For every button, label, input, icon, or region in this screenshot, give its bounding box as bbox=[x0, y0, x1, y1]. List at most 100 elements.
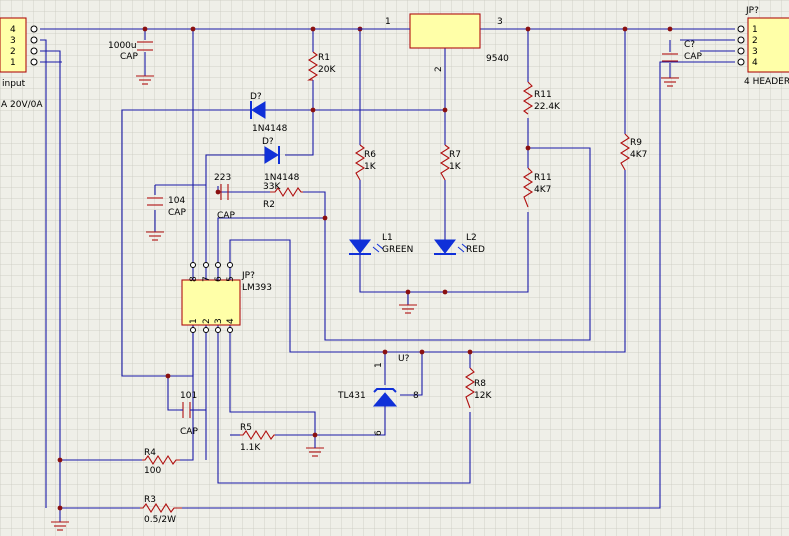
tl431-designator: U? bbox=[398, 354, 410, 364]
diode-d1: D? 1N4148 bbox=[250, 92, 288, 134]
r6-value: 1K bbox=[364, 162, 377, 172]
ground-symbol bbox=[306, 440, 324, 457]
tl431-pin-1: 1 bbox=[374, 362, 384, 368]
r2-designator: R2 bbox=[263, 200, 275, 210]
cap-1000u-value: 1000u bbox=[108, 41, 137, 51]
capacitor-1000u: 1000u CAP bbox=[108, 41, 154, 85]
l2-designator: L2 bbox=[466, 233, 477, 243]
cap-101-value: 101 bbox=[180, 391, 197, 401]
r5-designator: R5 bbox=[240, 423, 252, 433]
output-header-designator: JP? bbox=[745, 6, 759, 16]
resistor-r1: R1 20K bbox=[307, 51, 336, 81]
lm393-pin-4: 4 bbox=[226, 318, 236, 324]
lm393-pin-2: 2 bbox=[202, 318, 212, 324]
input-header: 4 3 2 1 input A 20V/0A bbox=[0, 17, 43, 110]
ground-symbol bbox=[51, 521, 69, 531]
cap-104-type: CAP bbox=[168, 208, 186, 218]
r9-designator: R9 bbox=[630, 138, 642, 148]
output-pin-2: 2 bbox=[752, 36, 758, 46]
d1-designator: D? bbox=[250, 92, 262, 102]
ground-symbol bbox=[146, 231, 164, 241]
r11b-designator: R11 bbox=[534, 173, 552, 183]
cap-223-value: 223 bbox=[214, 173, 231, 183]
r7-designator: R7 bbox=[449, 150, 461, 160]
cap-101-type: CAP bbox=[180, 427, 198, 437]
r6-designator: R6 bbox=[364, 150, 376, 160]
resistor-r8: R8 12K bbox=[464, 367, 492, 409]
output-header: JP? 1 2 3 4 4 HEADER bbox=[737, 6, 789, 87]
r4-value: 100 bbox=[144, 466, 161, 476]
cap-223-type: CAP bbox=[217, 211, 235, 221]
resistor-r3: R3 0.5/2W bbox=[140, 495, 182, 525]
lm393-pin-7: 7 bbox=[202, 276, 212, 282]
ground-symbol bbox=[661, 77, 679, 87]
lm393-pin-3: 3 bbox=[214, 318, 224, 324]
output-header-name: 4 HEADER bbox=[744, 77, 789, 87]
input-header-name: input bbox=[2, 79, 26, 89]
shunt-regulator-tl431: U? TL431 1 8 6 bbox=[337, 354, 419, 436]
lm393-pin-8: 8 bbox=[189, 276, 199, 282]
input-pin-3: 3 bbox=[10, 36, 16, 46]
resistor-r5: R5 1.1K bbox=[240, 423, 275, 453]
led-l1: L1 GREEN bbox=[348, 233, 413, 255]
r1-designator: R1 bbox=[318, 53, 330, 63]
resistor-r9: R9 4K7 bbox=[619, 133, 647, 171]
capacitor-104: 104 CAP bbox=[146, 196, 186, 241]
r3-designator: R3 bbox=[144, 495, 156, 505]
tl431-pin-8: 8 bbox=[413, 391, 419, 401]
capacitor-223: 223 CAP bbox=[214, 173, 235, 221]
d2-part: 1N4148 bbox=[264, 173, 300, 183]
lm393-pin-1: 1 bbox=[189, 318, 199, 324]
cap-out-designator: C? bbox=[684, 40, 695, 50]
output-pin-1: 1 bbox=[752, 25, 758, 35]
r8-designator: R8 bbox=[474, 379, 486, 389]
l1-color: GREEN bbox=[382, 245, 413, 255]
capacitor-101: 101 CAP bbox=[180, 391, 198, 437]
resistor-r6: R6 1K bbox=[354, 144, 377, 181]
r11a-value: 22.4K bbox=[534, 102, 561, 112]
input-header-rating: A 20V/0A bbox=[1, 100, 43, 110]
lm393-pin-5: 5 bbox=[226, 276, 236, 282]
input-pin-4: 4 bbox=[10, 25, 16, 35]
regulator-part: 9540 bbox=[486, 54, 509, 64]
regulator-9540: 1 3 2 9540 bbox=[355, 13, 509, 72]
regulator-pin-2: 2 bbox=[434, 66, 444, 72]
cap-1000u-type: CAP bbox=[120, 52, 138, 62]
r11a-designator: R11 bbox=[534, 90, 552, 100]
resistor-r7: R7 1K bbox=[439, 144, 462, 181]
tl431-pin-6: 6 bbox=[374, 430, 384, 436]
resistor-r2: 33K R2 bbox=[263, 182, 303, 210]
d1-part: 1N4148 bbox=[252, 124, 288, 134]
r7-value: 1K bbox=[449, 162, 462, 172]
resistor-r11-lower: R11 4K7 bbox=[522, 167, 552, 208]
r3-value: 0.5/2W bbox=[144, 515, 176, 525]
input-pin-2: 2 bbox=[10, 47, 16, 57]
cap-out-type: CAP bbox=[684, 52, 702, 62]
l1-designator: L1 bbox=[382, 233, 393, 243]
regulator-pin-1: 1 bbox=[385, 17, 391, 27]
comparator-lm393: 8 7 6 5 1 2 3 4 JP? LM393 bbox=[181, 262, 272, 333]
led-l2: L2 RED bbox=[433, 233, 485, 255]
regulator-pin-3: 3 bbox=[497, 17, 503, 27]
r8-value: 12K bbox=[474, 391, 492, 401]
input-pin-1: 1 bbox=[10, 58, 16, 68]
l2-color: RED bbox=[466, 245, 485, 255]
lm393-pin-6: 6 bbox=[214, 276, 224, 282]
capacitor-output: C? CAP bbox=[661, 40, 702, 87]
r1-value: 20K bbox=[318, 65, 336, 75]
output-pin-4: 4 bbox=[752, 58, 758, 68]
ground-symbol bbox=[399, 304, 417, 314]
resistor-r11-upper: R11 22.4K bbox=[522, 81, 561, 115]
r4-designator: R4 bbox=[144, 448, 156, 458]
diode-d2: D? 1N4148 bbox=[262, 137, 300, 183]
r9-value: 4K7 bbox=[630, 150, 647, 160]
r2-value: 33K bbox=[263, 182, 281, 192]
resistor-r4: R4 100 bbox=[142, 448, 180, 476]
lm393-part: LM393 bbox=[242, 283, 272, 293]
r11b-value: 4K7 bbox=[534, 185, 551, 195]
r5-value: 1.1K bbox=[240, 443, 261, 453]
cap-104-value: 104 bbox=[168, 196, 185, 206]
